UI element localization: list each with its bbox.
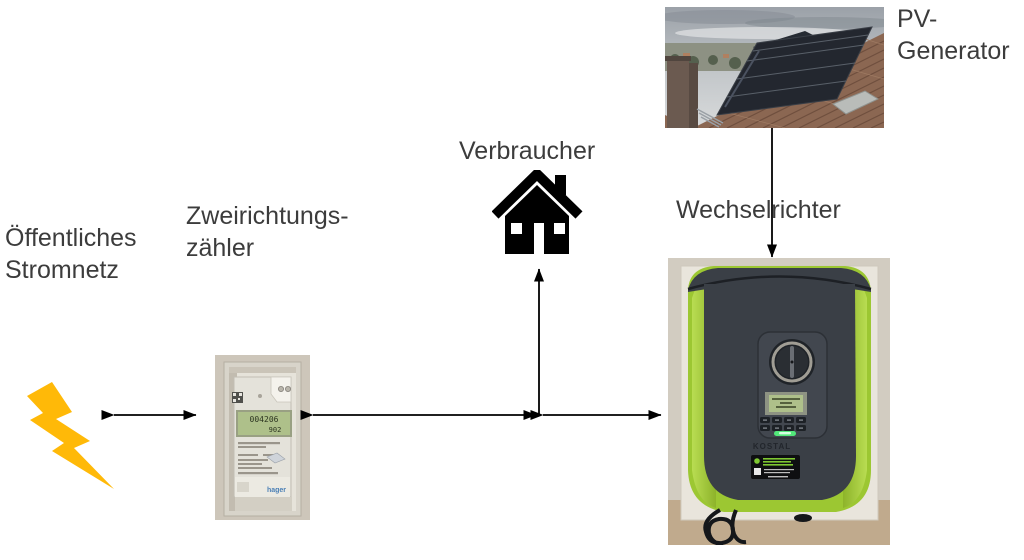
meter-label: Zweirichtungs- zähler — [186, 200, 349, 264]
meter-diagram-sticker — [266, 452, 286, 464]
meter-fine-print — [238, 442, 280, 475]
pv-generator-label-line2: Generator — [897, 37, 1010, 65]
photo-chimney-cap — [665, 56, 691, 61]
lightning-bolt-icon — [27, 382, 114, 489]
photo-solar-glare — [724, 50, 760, 108]
inverter-gland — [794, 514, 812, 522]
house-chimney — [555, 175, 566, 195]
inverter-sticker-qr — [754, 468, 761, 475]
meter-button-right — [285, 385, 292, 392]
meter-brand-text: hager — [267, 487, 286, 494]
inverter-sticker-small-lines — [764, 469, 794, 478]
cloud — [665, 10, 795, 24]
rotary-switch-dot — [790, 360, 794, 364]
meter-qr-pixels — [233, 393, 242, 402]
pv-generator-label-line1: PV- — [897, 5, 938, 33]
inverter-cables — [703, 508, 747, 545]
meter-lcd-reading-line2: 902 — [269, 426, 282, 434]
consumer-label: Verbraucher — [459, 137, 596, 165]
inverter-status-led-glow — [779, 432, 791, 435]
rotary-switch-ring — [771, 341, 813, 383]
meter-lcd-reading-line1: 004206 — [250, 415, 279, 424]
lightning-bolt-shape — [27, 382, 114, 489]
meter-recess-shadow-left — [229, 367, 237, 511]
house-icon — [492, 170, 583, 254]
public-grid-label: Öffentliches Stromnetz — [5, 222, 137, 286]
meter-bottom-qr — [237, 482, 249, 492]
inverter-sticker-logo — [754, 458, 760, 464]
photo-chimney — [667, 59, 689, 128]
public-grid-label-line2: Stromnetz — [5, 256, 119, 284]
house-roof — [492, 170, 583, 219]
pv-generator-label: PV- Generator — [897, 3, 1010, 67]
meter-button-left — [278, 385, 285, 392]
meter-qr-code — [232, 392, 243, 403]
public-grid-label-line1: Öffentliches — [5, 224, 137, 252]
inverter-top-edge — [687, 275, 872, 291]
meter-label-line2: zähler — [186, 234, 255, 262]
house-window-left — [511, 223, 522, 234]
meter-seal-icon — [258, 394, 262, 398]
meter-lcd — [238, 412, 290, 435]
meter-recess-shadow-top — [229, 367, 296, 373]
pv-generator-photo — [665, 7, 884, 128]
house-door — [534, 223, 544, 254]
inverter-brand-text: KOSTAL — [753, 442, 791, 451]
meter-recess-bottom — [235, 497, 292, 511]
inverter-keypad-glyphs — [763, 419, 803, 429]
photo-skylight — [832, 90, 880, 115]
house-body — [505, 185, 569, 254]
inverter-label: Wechselrichter — [676, 196, 841, 224]
inverter-lcd-text-lines — [772, 398, 800, 408]
photo-chimney-side — [689, 63, 698, 128]
cloud — [745, 17, 884, 29]
inverter-photo: KOSTAL — [668, 258, 890, 545]
photo-roof-rack — [696, 108, 724, 128]
photo-solar-array-rows — [726, 34, 869, 98]
inverter-sticker-text-lines — [763, 458, 795, 466]
meter-label-line1: Zweirichtungs- — [186, 202, 349, 230]
meter-photo: 004206 902 hager — [215, 355, 310, 520]
house-window-right — [554, 223, 565, 234]
